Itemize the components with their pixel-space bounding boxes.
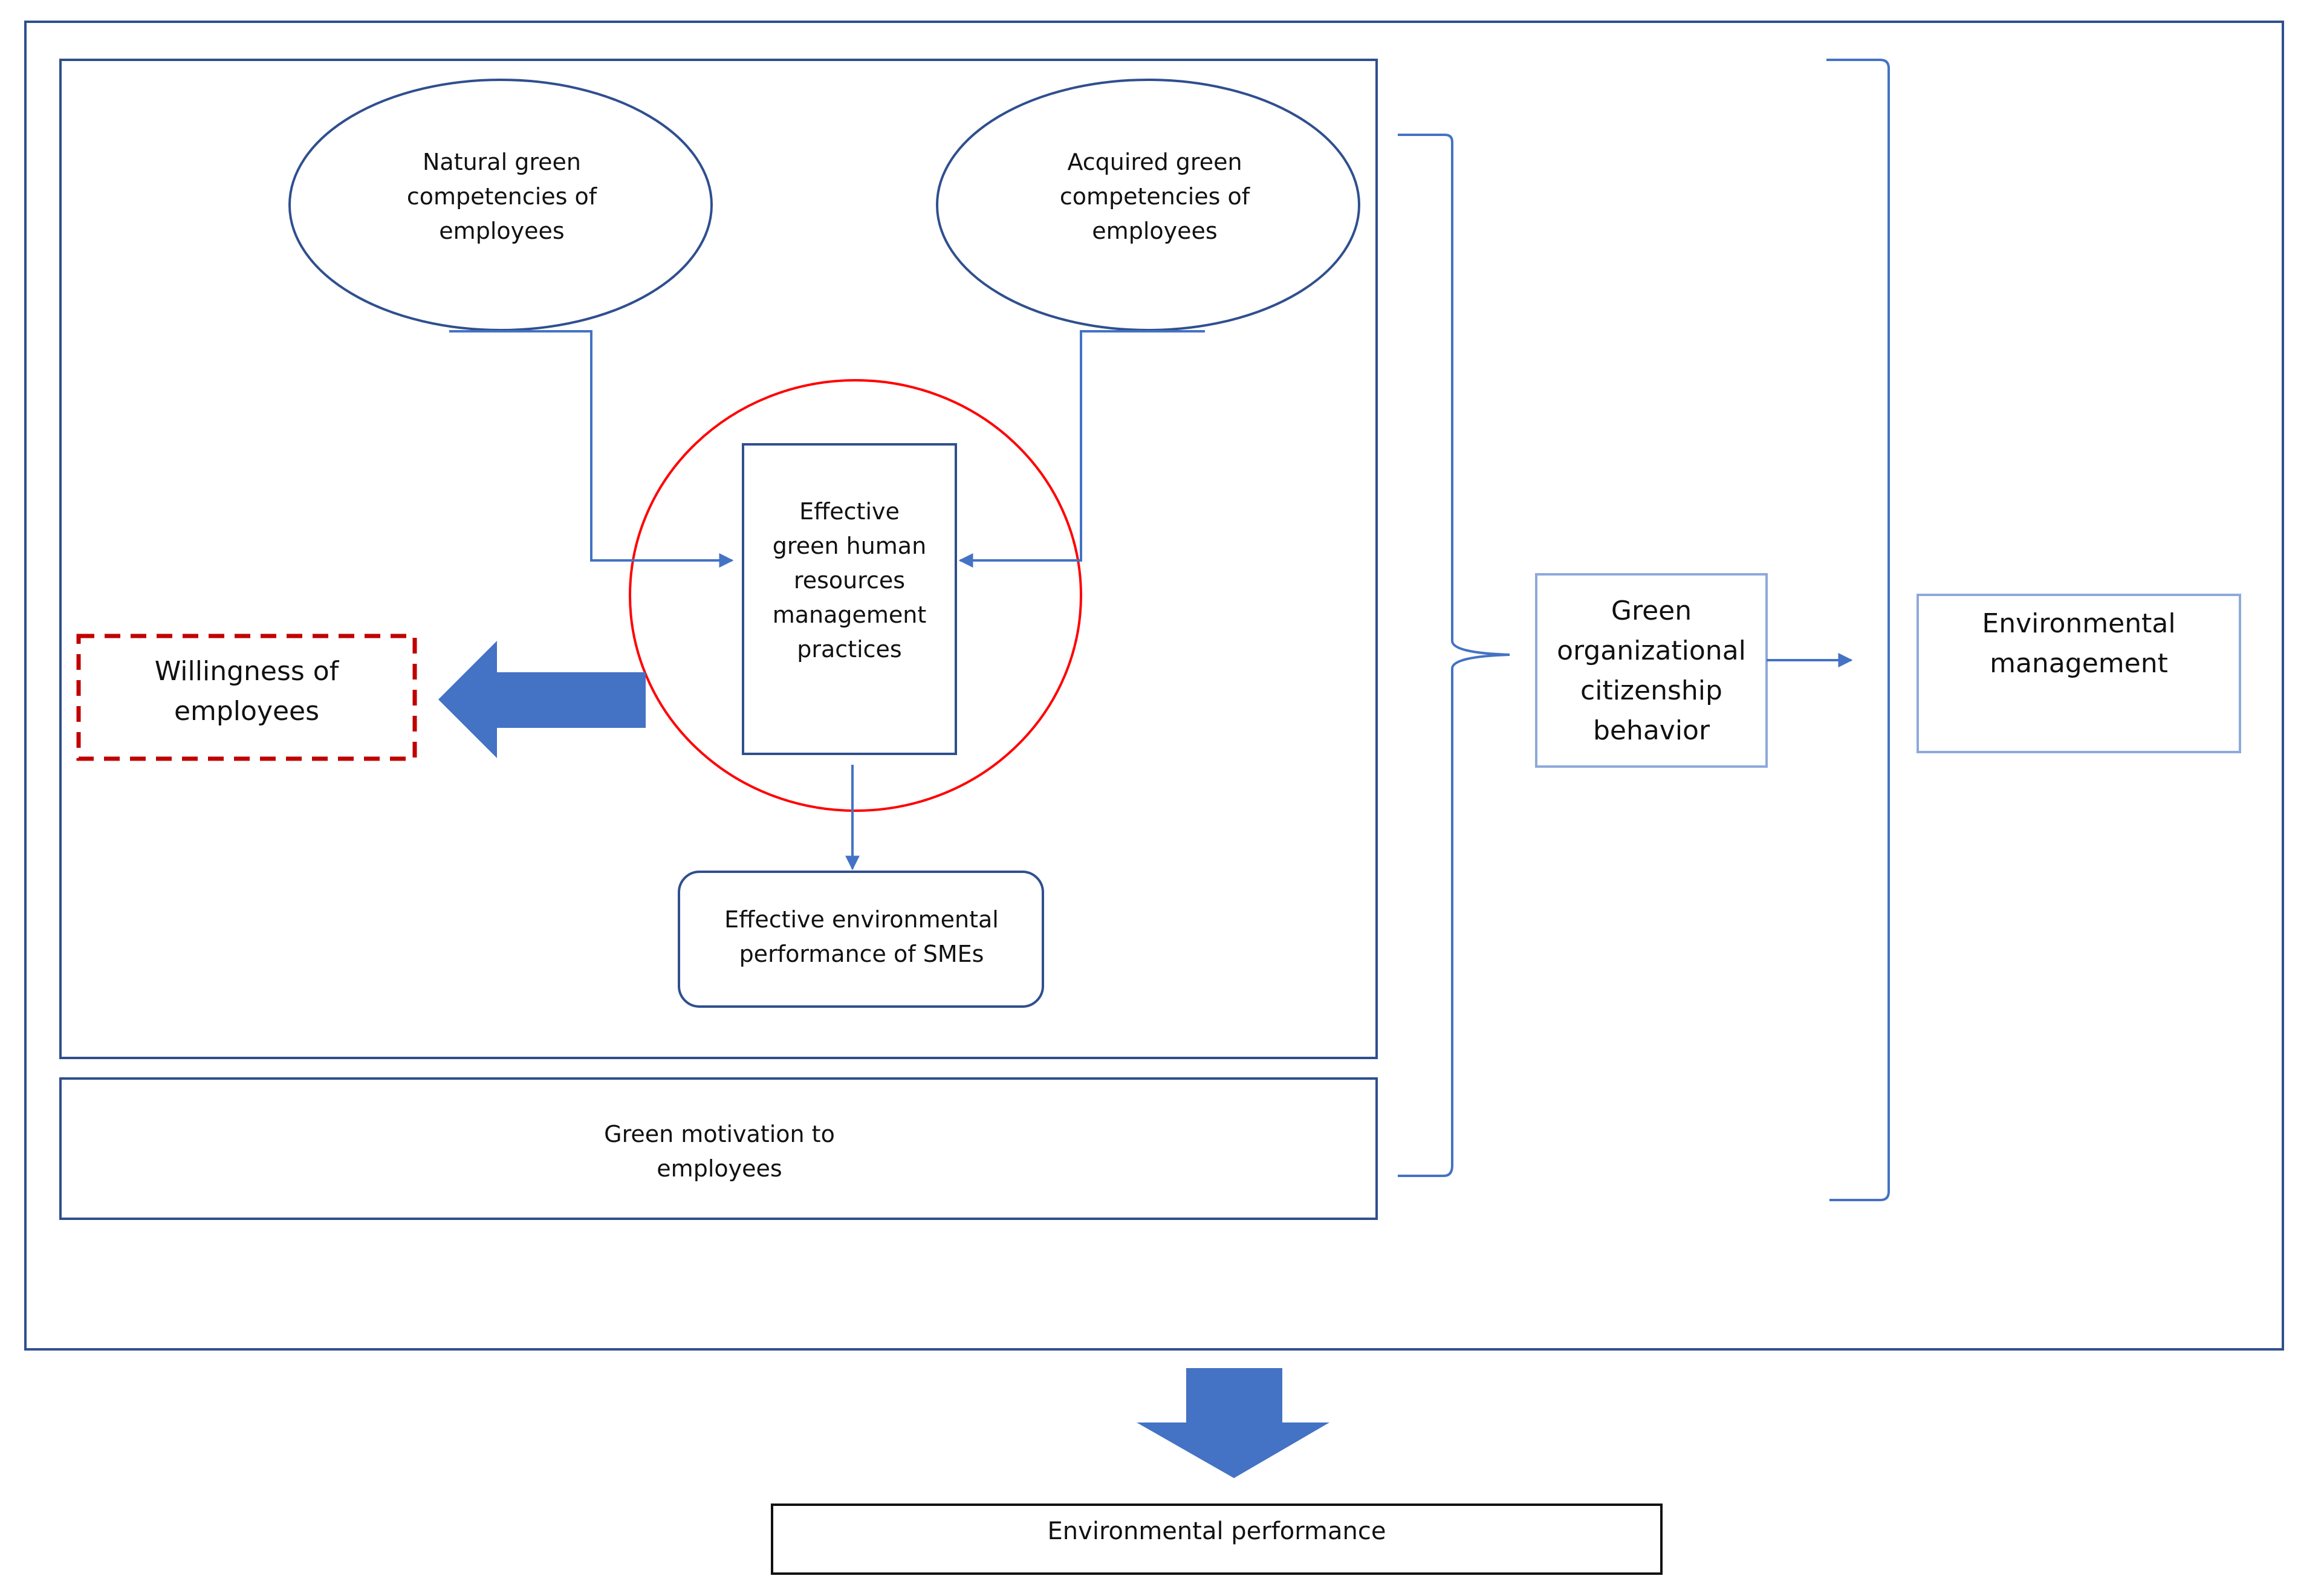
green-motivation-box (59, 1077, 1378, 1220)
environmental-performance-box (771, 1504, 1663, 1575)
inner-frame (59, 59, 1378, 1059)
left-block-arrow (438, 641, 646, 758)
first-brace (1398, 134, 1510, 1177)
environmental-management-box (1917, 594, 2241, 753)
green-motivation-label: Green motivation to employees (604, 1121, 835, 1182)
highlight-circle (629, 379, 1082, 812)
outer-frame (24, 21, 2284, 1351)
down-block-arrow (1137, 1368, 1329, 1478)
ghrm-practices-label: Effective green human resources manageme… (772, 498, 927, 663)
environmental-performance-label: Environmental performance (1047, 1517, 1386, 1545)
willingness-label: Willingness of employees (154, 656, 339, 727)
second-bracket (1826, 59, 1890, 1201)
acquired-to-practices-connector (958, 330, 1205, 568)
sme-performance-label: Effective environmental performance of S… (724, 906, 999, 967)
natural-to-practices-connector (449, 330, 734, 568)
green-ocb-label: Green organizational citizenship behavio… (1557, 595, 1746, 746)
willingness-box (76, 634, 417, 761)
sme-performance-box (678, 871, 1044, 1008)
green-ocb-box (1535, 573, 1768, 768)
acquired-competencies-label: Acquired green competencies of employees (1059, 148, 1250, 244)
natural-competencies-label: Natural green competencies of employees (406, 148, 597, 244)
ghrm-practices-box (742, 443, 957, 755)
environmental-management-label: Environmental management (1982, 608, 2176, 679)
